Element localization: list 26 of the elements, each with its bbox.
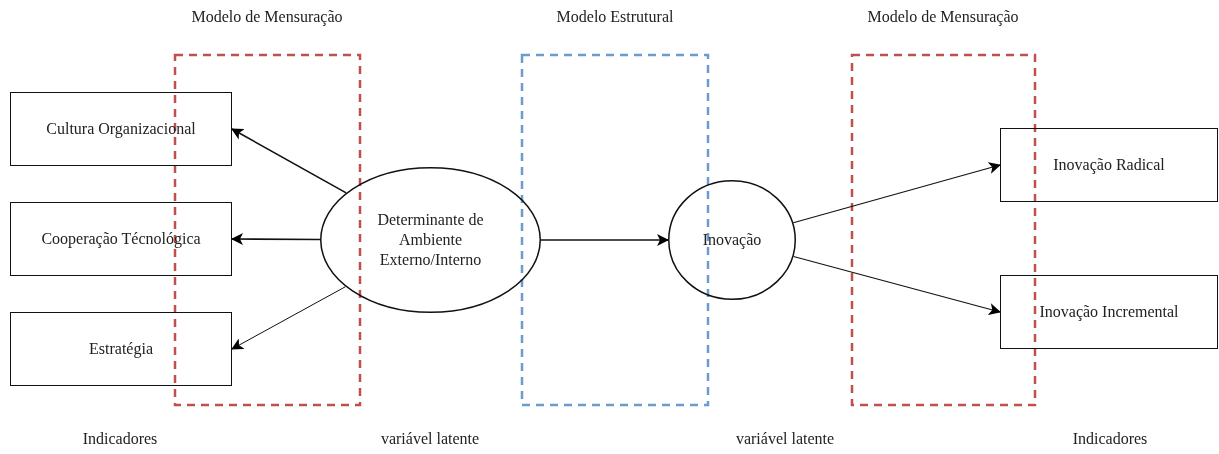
box-label: Estratégia xyxy=(89,339,153,359)
indicator-box xyxy=(1000,275,1218,349)
indicator-box xyxy=(10,202,232,276)
column-label: variável latente xyxy=(380,430,480,448)
ellipse-label: Determinante de Ambiente Externo/Interno xyxy=(376,210,485,270)
arrow xyxy=(540,234,669,246)
arrow xyxy=(792,162,1001,224)
box-label: Inovação Radical xyxy=(1053,155,1165,175)
indicator-box xyxy=(10,312,232,386)
indicator-box xyxy=(1000,128,1218,202)
latent-variable-ellipse xyxy=(668,180,796,300)
column-label: Indicadores xyxy=(1072,430,1148,448)
section-heading: Modelo de Mensuração xyxy=(191,8,343,26)
column-label: Indicadores xyxy=(82,430,158,448)
section-heading: Modelo Estrutural xyxy=(556,8,674,26)
arrow xyxy=(792,255,1001,315)
latent-variable-ellipse xyxy=(320,167,541,313)
box-label: Cultura Organizacional xyxy=(46,119,196,139)
column-label: variável latente xyxy=(735,430,835,448)
section-heading: Modelo de Mensuração xyxy=(867,8,1019,26)
arrow xyxy=(231,233,321,246)
arrow xyxy=(231,128,347,194)
ellipse-label: Inovação xyxy=(702,230,762,250)
box-label: Inovação Incremental xyxy=(1039,302,1179,322)
indicator-box xyxy=(10,92,232,166)
arrow xyxy=(231,286,346,350)
